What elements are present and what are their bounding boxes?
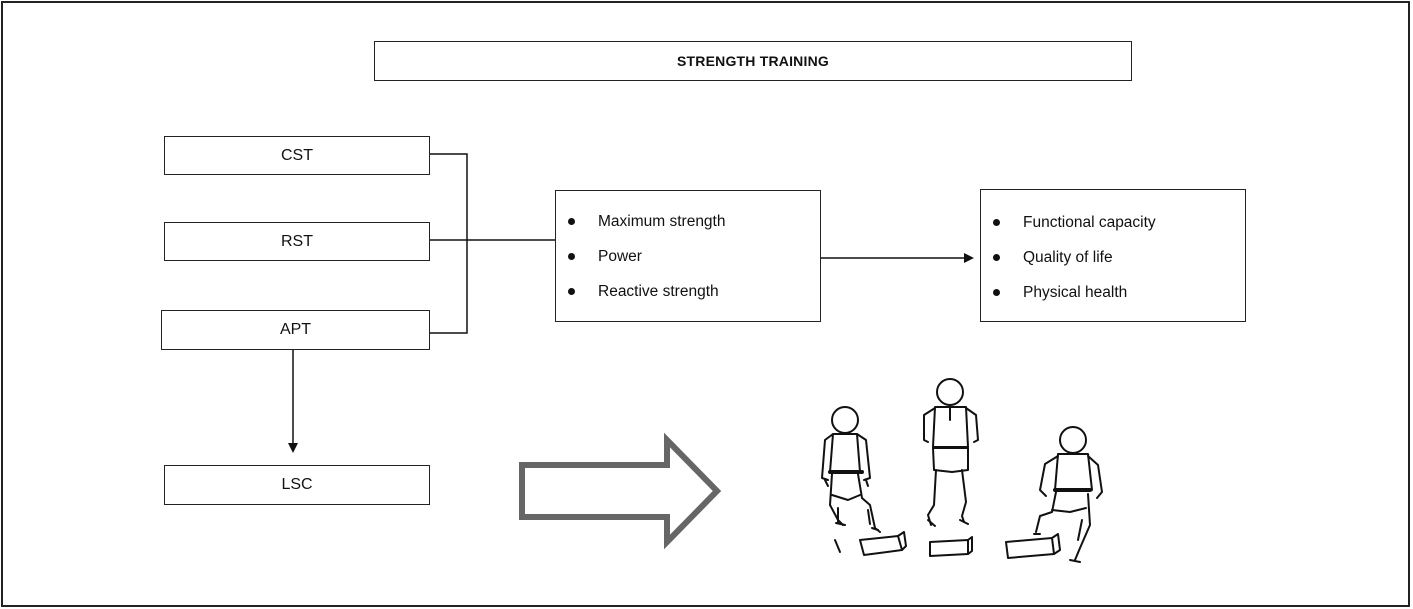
- box-strength-outcomes: Maximum strength Power Reactive strength: [555, 190, 821, 322]
- box-cst: CST: [164, 136, 430, 175]
- figure-jump-2: [923, 378, 979, 557]
- figure-step-up-3: [1005, 426, 1103, 563]
- strength-outcome-item: Maximum strength: [556, 204, 820, 239]
- strength-outcome-item: Power: [556, 239, 820, 274]
- box-apt: APT: [161, 310, 430, 350]
- strength-outcomes-list: Maximum strength Power Reactive strength: [556, 204, 820, 309]
- health-outcome-item: Quality of life: [981, 240, 1245, 275]
- box-health-outcomes: Functional capacity Quality of life Phys…: [980, 189, 1246, 322]
- hollow-arrow-icon: [519, 432, 722, 550]
- diagram-title: STRENGTH TRAINING: [374, 41, 1132, 81]
- health-outcome-item: Physical health: [981, 275, 1245, 310]
- health-outcomes-list: Functional capacity Quality of life Phys…: [981, 205, 1245, 310]
- strength-outcome-item: Reactive strength: [556, 274, 820, 309]
- health-outcome-item: Functional capacity: [981, 205, 1245, 240]
- box-rst: RST: [164, 222, 430, 261]
- box-lsc: LSC: [164, 465, 430, 505]
- bracket-connector: [430, 153, 468, 334]
- exercise-illustration: [821, 378, 1103, 563]
- figure-step-up-1: [821, 406, 907, 556]
